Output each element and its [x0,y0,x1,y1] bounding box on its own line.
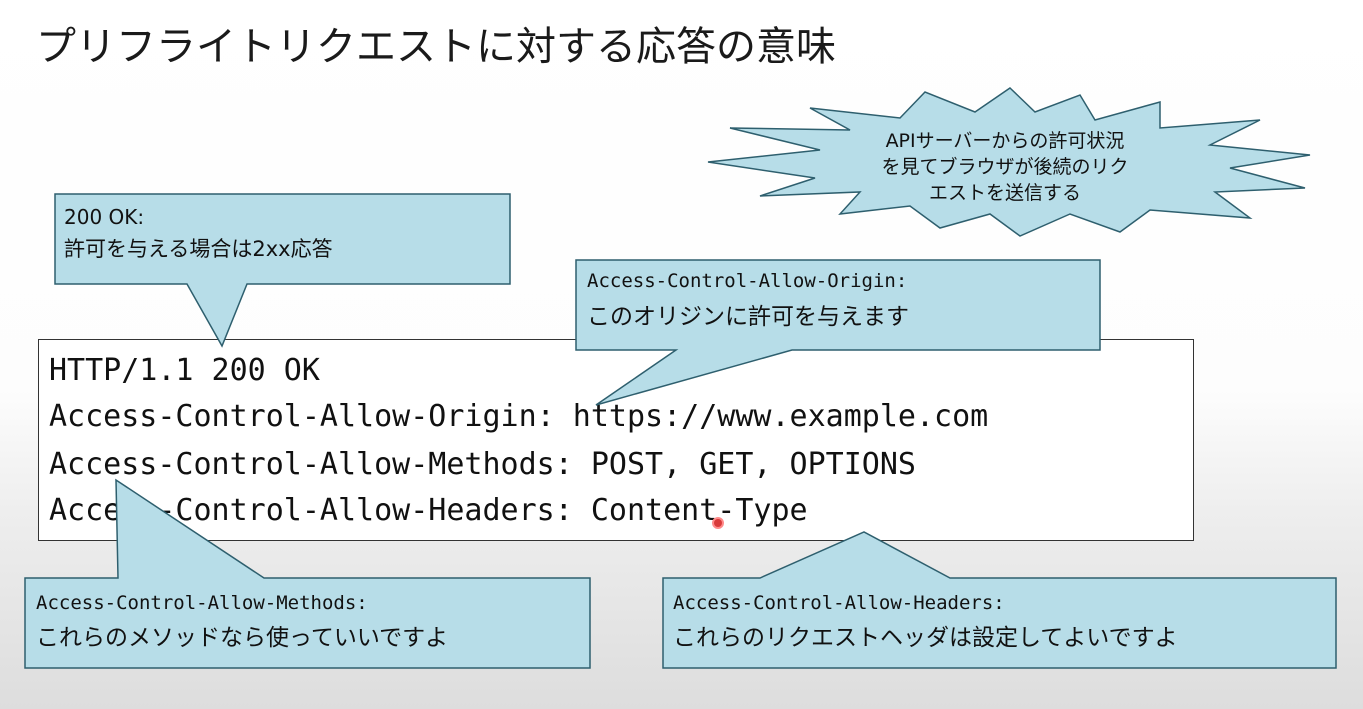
callout-origin-heading: Access-Control-Allow-Origin: [587,270,908,292]
callout-origin-text: このオリジンに許可を与えます [587,304,909,330]
burst-shape [707,87,1311,237]
callout-status-heading: 200 OK: [64,205,145,229]
callout-methods-heading: Access-Control-Allow-Methods: [36,592,368,614]
callout-methods-text: これらのメソッドなら使っていいですよ [36,625,449,651]
burst-text-line: を見てブラウザが後続のリク [881,156,1129,178]
callout-headers-heading: Access-Control-Allow-Headers: [673,592,1005,614]
callout-headers-shape [662,531,1337,669]
burst-text-line: エストを送信する [928,182,1081,204]
callout-status-text: 許可を与える場合は2xx応答 [64,237,333,261]
callout-status-shape [54,193,511,348]
callout-methods-shape [24,478,591,669]
burst-text: APIサーバーからの許可状況 を見てブラウザが後続のリク エストを送信する [840,128,1170,206]
code-line-allow-origin: Access-Control-Allow-Origin: https://www… [49,399,989,434]
http-response-box: HTTP/1.1 200 OK Access-Control-Allow-Ori… [38,339,1194,541]
burst-text-line: APIサーバーからの許可状況 [885,130,1125,152]
code-line-allow-methods: Access-Control-Allow-Methods: POST, GET,… [49,447,916,482]
code-line-status: HTTP/1.1 200 OK [49,353,320,388]
slide-title: プリフライトリクエストに対する応答の意味 [36,24,836,70]
cursor-indicator [712,517,724,529]
callout-headers-text: これらのリクエストヘッダは設定してよいですよ [673,625,1178,651]
callout-origin-shape [575,259,1101,406]
